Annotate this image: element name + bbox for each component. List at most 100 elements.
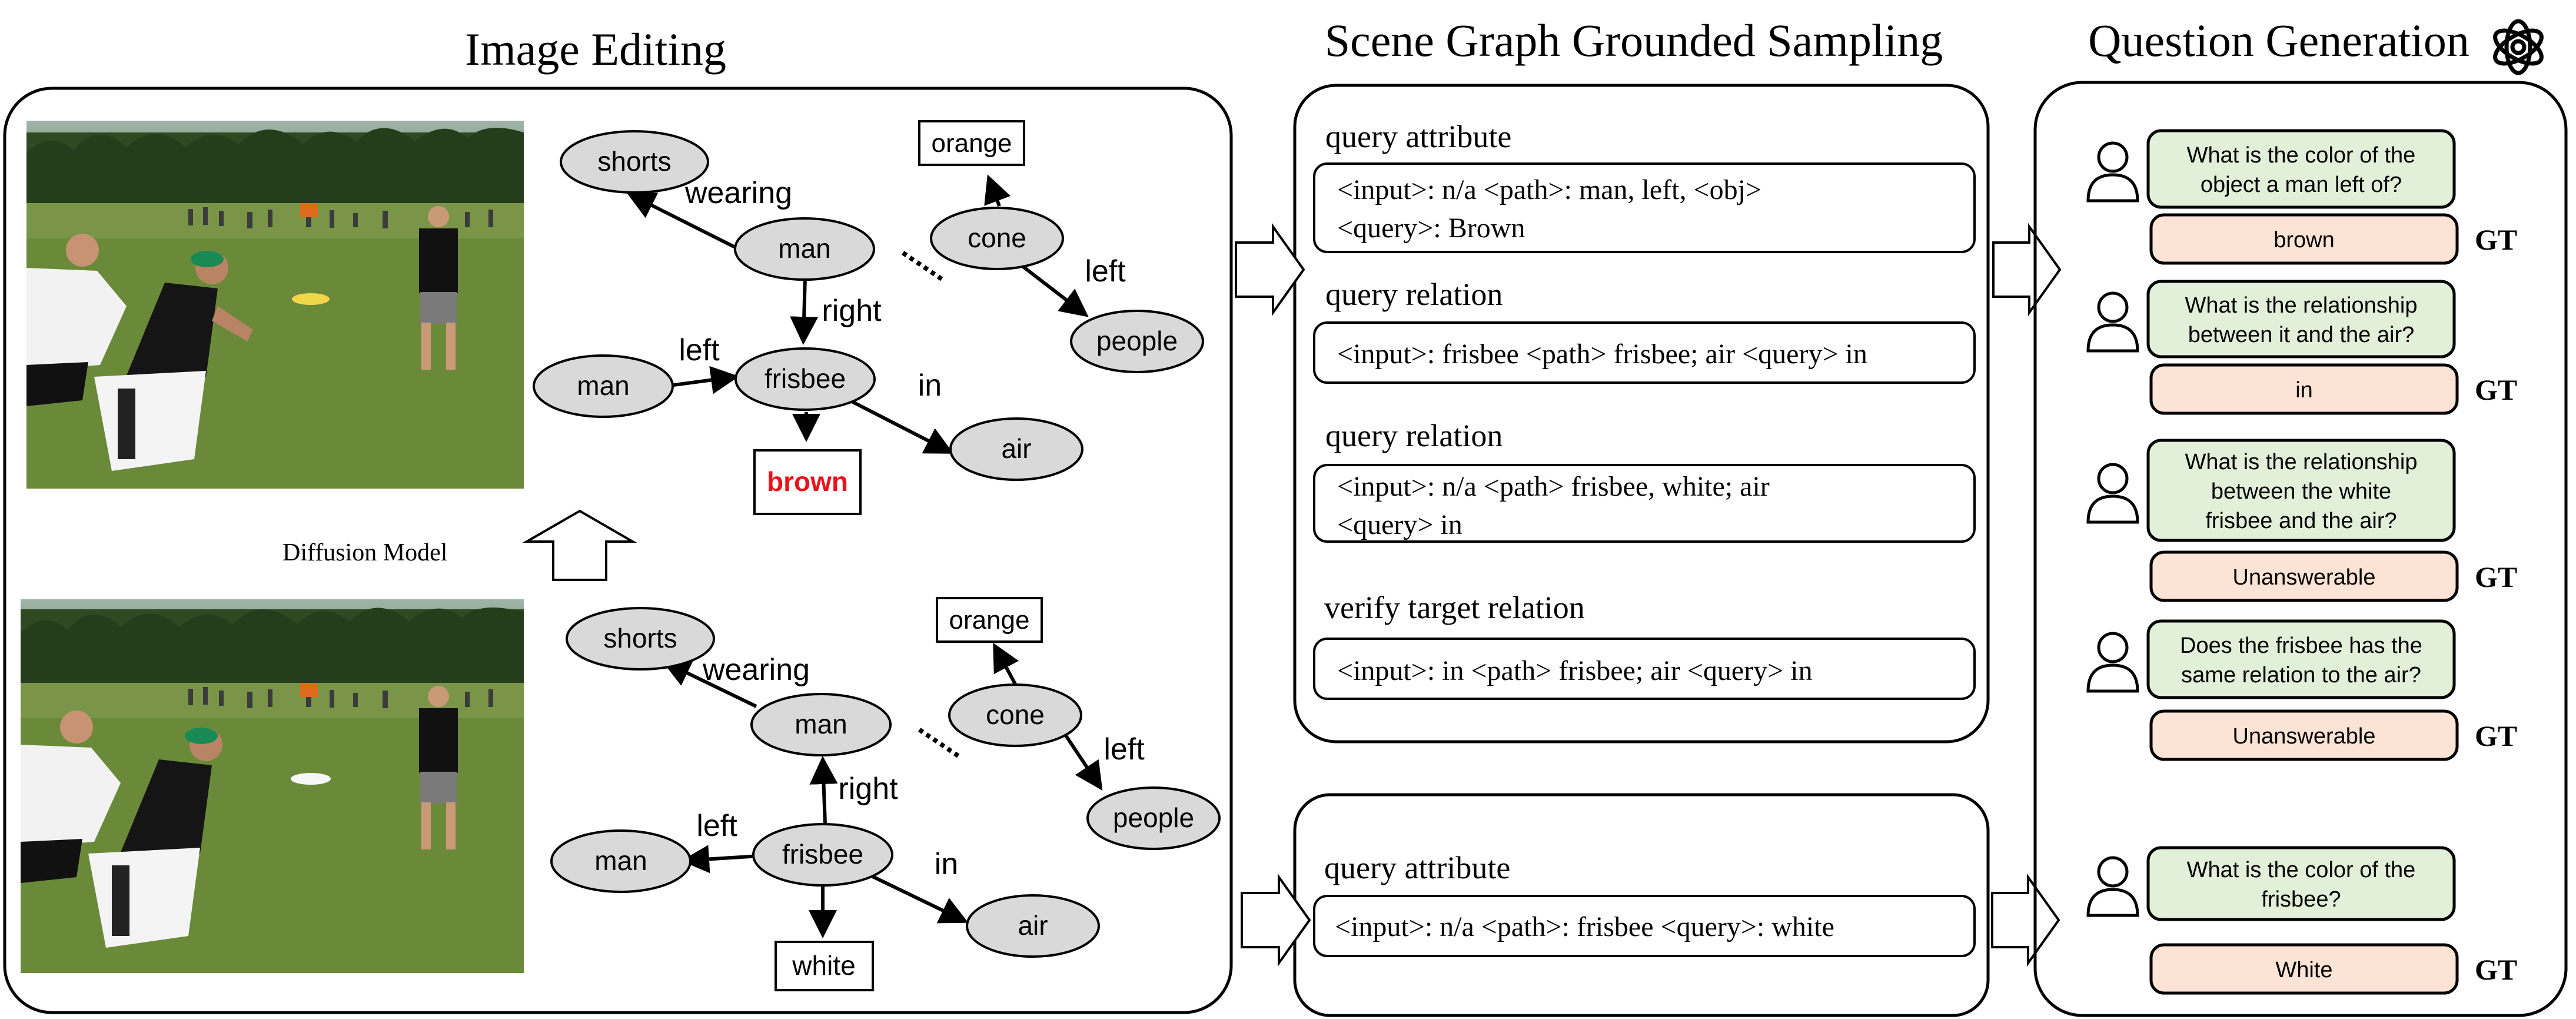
sampling-title-5: query attribute [1324, 850, 1510, 885]
edge-label-wearing-bottom: wearing [702, 653, 810, 687]
node-people-bottom-label: people [1113, 802, 1194, 833]
sampling-title-2: query relation [1325, 277, 1503, 312]
node-people-top [1070, 310, 1204, 373]
question-text: same relation to the air? [2181, 663, 2421, 688]
edge-label-left-cone-bottom: left [1103, 732, 1145, 766]
node-man-center-bottom-label: man [795, 709, 847, 739]
question-bubble [2146, 129, 2456, 209]
edge-label-right-bottom: right [838, 772, 898, 806]
edge-in-top [835, 391, 954, 454]
user-icon [2086, 291, 2139, 353]
sampling-title: Scene Graph Grounded Sampling [1325, 15, 1943, 66]
sampling-line-1a: <input>: n/a <path>: man, left, <obj> [1337, 174, 1761, 205]
right-arrow-icon [1241, 873, 1311, 967]
original-photo [26, 121, 524, 489]
question-bubble [2146, 619, 2456, 699]
question-bubble [2146, 439, 2456, 542]
edited-photo [21, 599, 524, 973]
node-shorts-top-label: shorts [597, 146, 671, 177]
edge-wearing-bottom [662, 660, 757, 708]
node-cone-top-label: cone [968, 223, 1026, 253]
user-icon [2086, 632, 2139, 693]
node-air-top-label: air [1001, 433, 1031, 464]
edge-label-in-bottom: in [935, 847, 958, 881]
answer-bubble [2149, 709, 2459, 761]
node-man-center-top [734, 217, 875, 281]
answer-bubble [2149, 213, 2459, 265]
edge-label-wearing-top: wearing [684, 176, 792, 210]
answer-text: Unanswerable [2233, 724, 2376, 749]
diffusion-model-label: Diffusion Model [282, 539, 447, 566]
sampling-line-5a: <input>: n/a <path>: frisbee <query>: wh… [1335, 911, 1834, 942]
sampling-line-3b: <query> in [1337, 509, 1462, 540]
edge-left-top [664, 366, 739, 394]
node-man-left-top-label: man [577, 370, 629, 401]
question-generation-panel [2033, 81, 2568, 1017]
edge-in-bottom [858, 868, 969, 924]
node-air-bottom-label: air [1018, 910, 1048, 941]
attr-color-bottom-label: white [792, 950, 855, 981]
sampling-line-3a: <input>: n/a <path> frisbee, white; air [1337, 471, 1770, 502]
sampling-box-4 [1313, 638, 1976, 700]
scene-graph-bottom: shorts man man frisbee air cone people o… [550, 597, 1221, 991]
attr-color-top [753, 449, 862, 515]
answer-text: White [2275, 958, 2332, 983]
edge-label-in-top: in [918, 369, 942, 403]
edge-right-bottom [809, 756, 838, 825]
node-man-center-top-label: man [778, 233, 830, 264]
image-editing-title: Image Editing [465, 24, 726, 75]
sampling-box-5 [1313, 895, 1976, 957]
question-text: frisbee and the air? [2205, 509, 2396, 533]
question-text: Does the frisbee has the [2180, 633, 2422, 658]
edge-orange-bottom [993, 642, 1019, 685]
question-text: object a man left of? [2201, 172, 2402, 197]
edge-orange-top [984, 174, 1011, 207]
answer-text: Unanswerable [2233, 565, 2376, 590]
edge-label-left-top: left [679, 333, 720, 367]
answer-bubble [2149, 550, 2459, 602]
question-text: What is the relationship [2185, 293, 2418, 318]
answer-text: in [2295, 378, 2313, 403]
sampling-line-4a: <input>: in <path> frisbee; air <query> … [1337, 655, 1813, 686]
sampling-line-1b: <query>: Brown [1337, 213, 1525, 244]
gt-label: GT [2475, 953, 2517, 986]
right-arrow-icon [1235, 223, 1305, 317]
edge-label-right-top: right [822, 294, 882, 328]
answer-text: brown [2273, 228, 2335, 253]
up-arrow-icon [522, 509, 637, 581]
node-man-left-top [533, 354, 674, 418]
question-text: between the white [2211, 479, 2391, 504]
sampling-box-3 [1313, 464, 1976, 543]
node-cone-bottom [948, 683, 1082, 747]
node-shorts-bottom-label: shorts [603, 623, 677, 653]
answer-bubble [2149, 943, 2459, 995]
node-frisbee-top [734, 347, 876, 411]
node-frisbee-bottom [752, 823, 893, 887]
node-shorts-bottom [566, 607, 715, 671]
gt-label: GT [2475, 560, 2517, 593]
question-generation-title: Question Generation [2088, 15, 2469, 66]
edge-left-cone-top [1016, 260, 1089, 317]
sampling-title-4: verify target relation [1324, 590, 1585, 625]
sampling-box-1 [1313, 162, 1976, 253]
question-text: between it and the air? [2188, 323, 2415, 347]
sampling-box-2 [1313, 321, 1976, 384]
question-text: What is the relationship [2185, 450, 2418, 474]
openai-logo-icon [2493, 19, 2544, 75]
attr-orange-top [918, 120, 1025, 166]
edge-left-bottom [681, 845, 760, 874]
edge-right-top [790, 276, 819, 345]
node-people-bottom [1086, 786, 1221, 850]
sampling-title-3: query relation [1325, 418, 1503, 453]
qa-list: What is the color of the object a man lef… [2086, 129, 2517, 995]
sampling-panel-top [1293, 84, 1990, 743]
user-icon [2086, 141, 2139, 203]
node-frisbee-bottom-label: frisbee [782, 839, 863, 869]
attr-color-top-label: brown [767, 466, 848, 497]
user-icon [2086, 463, 2139, 524]
image-editing-panel [3, 87, 1233, 1014]
gt-label: GT [2475, 223, 2517, 256]
question-text: What is the color of the [2187, 143, 2416, 168]
node-cone-bottom-label: cone [986, 699, 1045, 730]
